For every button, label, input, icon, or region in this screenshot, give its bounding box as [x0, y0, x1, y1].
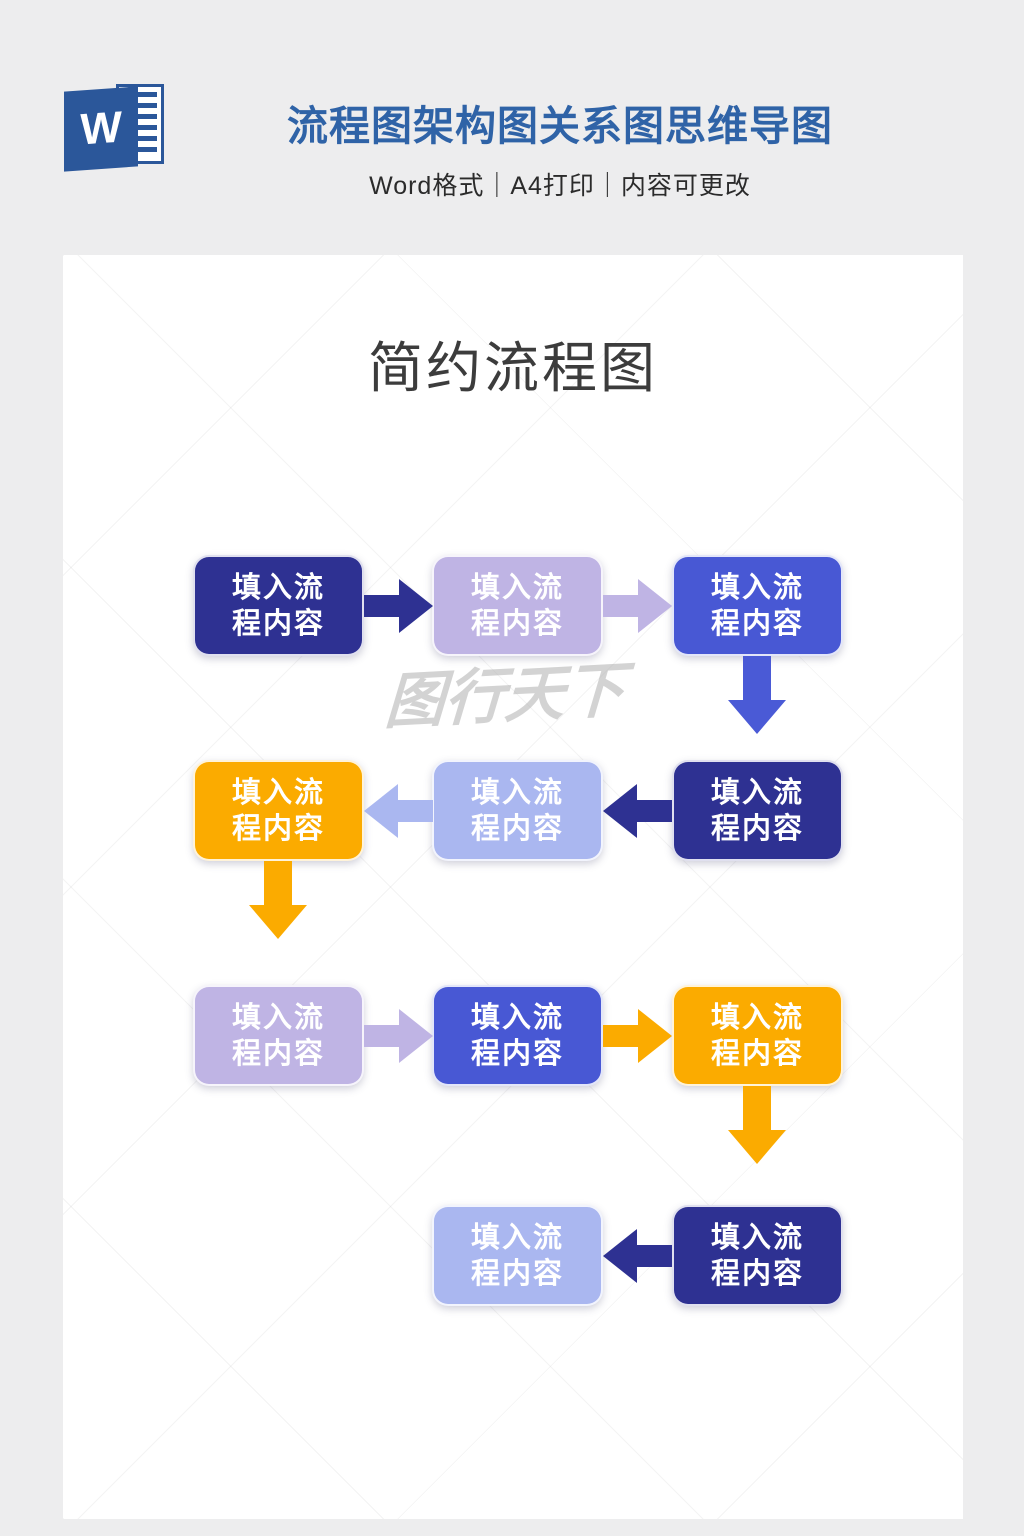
flow-box-label: 程内容: [710, 607, 804, 640]
flow-arrow-left-icon: [364, 760, 433, 861]
flow-box-label: 程内容: [231, 607, 325, 640]
arrow-shaft: [743, 1086, 771, 1130]
flow-arrow-right-icon: [603, 555, 672, 656]
flow-arrow-down-icon: [728, 656, 786, 734]
arrow-shaft: [603, 1024, 638, 1047]
arrow-head: [638, 1008, 672, 1063]
flow-box-label: 填入流: [470, 1001, 564, 1034]
arrow-head: [728, 700, 786, 734]
arrow-shaft: [264, 861, 292, 905]
flow-box-label: 程内容: [710, 1037, 804, 1070]
flow-box-label: 填入流: [231, 1001, 325, 1034]
arrow-head: [603, 1228, 637, 1283]
header-title: 流程图架构图关系图思维导图: [287, 103, 833, 149]
flow-box-r4c3: 填入流 程内容: [672, 1205, 843, 1306]
flow-box-label: 程内容: [231, 812, 325, 845]
flow-box-label: 填入流: [231, 776, 325, 809]
arrow-shaft: [637, 1244, 672, 1267]
arrow-head: [399, 1008, 433, 1063]
flow-box-r1c3: 填入流 程内容: [672, 555, 843, 656]
flow-box-r2c2: 填入流 程内容: [432, 760, 603, 861]
word-icon: W: [64, 82, 166, 174]
arrow-head: [399, 578, 433, 633]
flow-box-r1c2: 填入流 程内容: [432, 555, 603, 656]
document-card: 简约流程图 图行天下 填入流 程内容 填入流 程内容 填入流 程内容 填入流 程…: [63, 255, 963, 1519]
flow-box-label: 程内容: [470, 607, 564, 640]
flow-arrow-down-icon: [728, 1086, 786, 1164]
flow-box-label: 填入流: [710, 1221, 804, 1254]
flow-box-label: 程内容: [710, 1257, 804, 1290]
flow-box-r2c3: 填入流 程内容: [672, 760, 843, 861]
flow-box-r1c1: 填入流 程内容: [193, 555, 364, 656]
arrow-head: [603, 783, 637, 838]
flow-box-label: 填入流: [710, 1001, 804, 1034]
page-title: 简约流程图: [367, 337, 658, 399]
flow-arrow-right-icon: [364, 985, 433, 1086]
arrow-head: [364, 783, 398, 838]
flow-box-label: 填入流: [470, 776, 564, 809]
flow-box-r2c1: 填入流 程内容: [193, 760, 364, 861]
arrow-head: [249, 905, 307, 939]
arrow-shaft: [364, 1024, 399, 1047]
arrow-shaft: [637, 799, 672, 822]
flow-box-label: 填入流: [710, 776, 804, 809]
flow-arrow-right-icon: [603, 985, 672, 1086]
arrow-shaft: [743, 656, 771, 700]
arrow-head: [728, 1130, 786, 1164]
flow-arrow-left-icon: [603, 760, 672, 861]
arrow-head: [638, 578, 672, 633]
flow-box-label: 程内容: [470, 812, 564, 845]
flow-box-label: 填入流: [231, 571, 325, 604]
flow-box-label: 程内容: [470, 1257, 564, 1290]
arrow-shaft: [364, 594, 399, 617]
flow-box-label: 填入流: [470, 571, 564, 604]
flow-arrow-down-icon: [249, 861, 307, 939]
flow-box-r3c2: 填入流 程内容: [432, 985, 603, 1086]
flow-box-r3c3: 填入流 程内容: [672, 985, 843, 1086]
flow-arrow-left-icon: [603, 1205, 672, 1306]
flow-arrow-right-icon: [364, 555, 433, 656]
flow-box-r4c2: 填入流 程内容: [432, 1205, 603, 1306]
header-text: 流程图架构图关系图思维导图 Word格式｜A4打印｜内容可更改: [96, 92, 1024, 202]
flow-box-r3c1: 填入流 程内容: [193, 985, 364, 1086]
flow-box-label: 程内容: [710, 812, 804, 845]
flow-box-label: 程内容: [231, 1037, 325, 1070]
flow-box-label: 填入流: [470, 1221, 564, 1254]
arrow-shaft: [398, 799, 433, 822]
flow-box-label: 填入流: [710, 571, 804, 604]
arrow-shaft: [603, 594, 638, 617]
flow-box-label: 程内容: [470, 1037, 564, 1070]
header-subtitle: Word格式｜A4打印｜内容可更改: [369, 172, 751, 200]
